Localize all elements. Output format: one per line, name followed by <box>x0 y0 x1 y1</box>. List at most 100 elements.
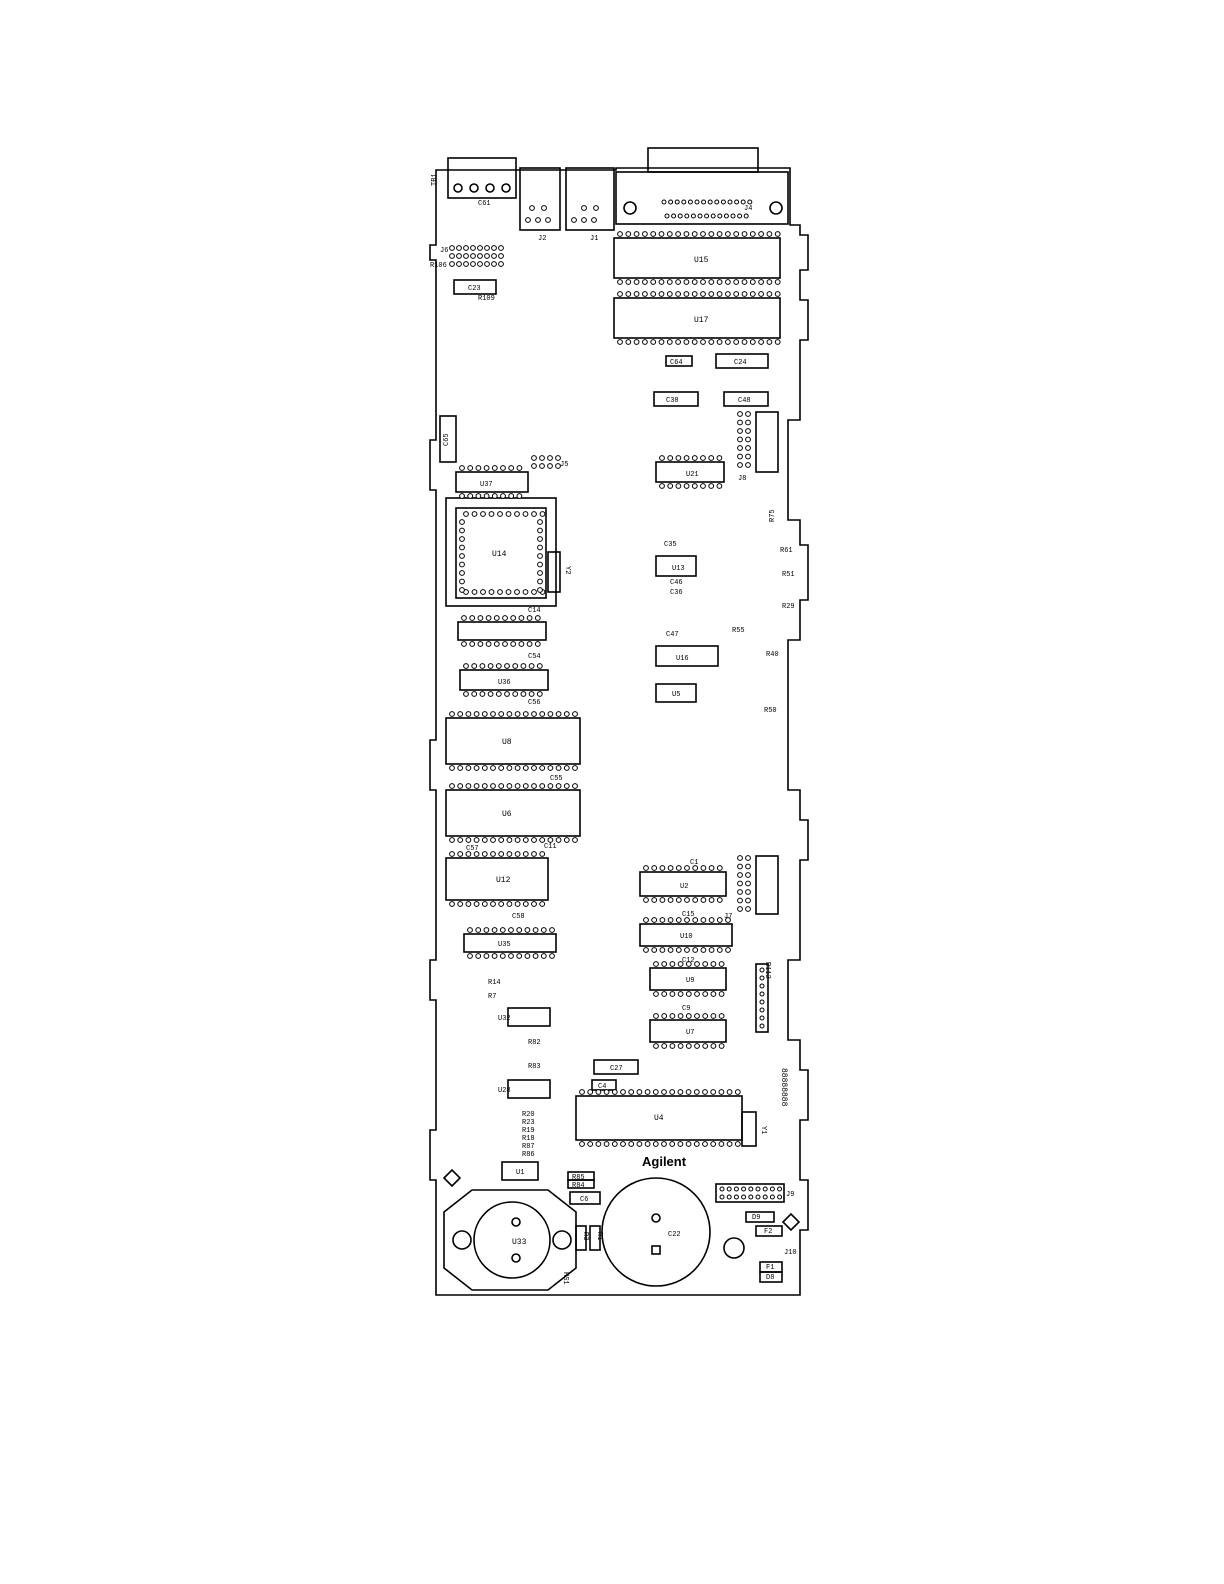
r112-label: R112 <box>763 962 771 979</box>
c65-label: C65 <box>443 433 451 446</box>
pin-pad <box>741 231 748 237</box>
pin-pad <box>726 1194 732 1200</box>
pin-pad <box>539 455 545 461</box>
pin-pad <box>677 961 684 967</box>
pin-pad <box>716 865 723 871</box>
pin-pad <box>481 901 488 907</box>
j7-connector <box>755 855 779 915</box>
pin-pad <box>534 615 541 621</box>
pin-pad <box>498 783 505 789</box>
pin-pad <box>694 991 700 997</box>
c46-label: C46 <box>670 579 683 587</box>
r29-label: R29 <box>782 603 795 611</box>
pin-pad <box>520 691 527 697</box>
pin-pad <box>666 279 673 285</box>
d9-label: D9 <box>752 1214 760 1222</box>
u15-label: U15 <box>694 256 709 265</box>
pin-pad <box>611 1141 618 1147</box>
pin-pad <box>737 436 743 443</box>
pin-pad <box>708 279 715 285</box>
pin-pad <box>734 199 740 205</box>
pin-pad <box>667 865 674 871</box>
pin-pad <box>611 1089 618 1095</box>
pin-pad <box>758 279 764 285</box>
y1-label: Y1 <box>759 1126 767 1134</box>
pin-pad <box>661 1013 668 1019</box>
pin-pad <box>749 231 756 237</box>
c57-label: C57 <box>466 845 479 853</box>
pin-pad <box>718 1089 725 1095</box>
pin-pad <box>541 205 547 211</box>
pin-pad <box>719 1186 725 1192</box>
pin-pad <box>644 1089 651 1095</box>
pin-pad <box>741 1186 747 1192</box>
pin-pad <box>684 213 690 219</box>
pin-pad <box>456 245 462 251</box>
pin-pad <box>498 245 504 251</box>
pin-pad <box>745 872 751 878</box>
pin-pad <box>718 1043 725 1049</box>
pin-pad <box>526 641 533 647</box>
u6-chip <box>445 789 581 837</box>
pin-pad <box>659 483 665 489</box>
pin-pad <box>718 1141 725 1147</box>
pin-pad <box>493 615 500 621</box>
pin-pad <box>483 465 490 471</box>
pin-pad <box>473 837 480 843</box>
pin-pad <box>661 991 668 997</box>
pin-pad <box>661 1141 667 1147</box>
d8-label: D8 <box>766 1274 774 1282</box>
pin-pad <box>737 419 743 426</box>
pin-pad <box>506 851 513 857</box>
pin-pad <box>700 947 707 953</box>
pin-pad <box>525 217 531 223</box>
pin-pad <box>677 991 684 997</box>
pin-pad <box>491 465 498 471</box>
pin-pad <box>661 1089 667 1095</box>
pin-pad <box>512 691 519 697</box>
pin-pad <box>708 897 715 903</box>
pin-pad <box>692 897 699 903</box>
pin-pad <box>617 231 623 237</box>
pin-pad <box>733 1186 739 1192</box>
pin-pad <box>620 1141 626 1147</box>
pin-pad <box>539 837 546 843</box>
pin-pad <box>745 445 751 451</box>
pin-pad <box>675 483 682 489</box>
pin-pad <box>664 213 670 219</box>
pin-pad <box>537 536 543 542</box>
pin-pad <box>687 199 693 205</box>
pin-pad <box>522 511 529 517</box>
pin-pad <box>659 897 666 903</box>
pin-pad <box>456 253 462 259</box>
pin-pad <box>529 205 535 211</box>
pin-pad <box>459 561 465 568</box>
pin-pad <box>555 765 562 771</box>
pin-pad <box>759 967 765 973</box>
u35-label: U35 <box>498 941 511 949</box>
u13-label: U13 <box>672 565 685 573</box>
c36-label: C36 <box>670 589 683 597</box>
pin-pad <box>759 983 765 989</box>
pin-pad <box>587 1141 594 1147</box>
pin-pad <box>691 231 698 237</box>
pin-pad <box>693 1089 700 1095</box>
r85-label: R85 <box>572 1174 585 1182</box>
pin-pad <box>617 279 623 285</box>
pin-pad <box>737 872 743 878</box>
pin-pad <box>745 880 751 887</box>
pin-pad <box>572 765 578 771</box>
pin-pad <box>737 889 743 895</box>
pin-pad <box>774 279 781 285</box>
j2-label: J2 <box>538 235 546 243</box>
pin-pad <box>603 1089 610 1095</box>
pin-pad <box>628 1141 635 1147</box>
pin-pad <box>471 511 478 517</box>
pin-pad <box>457 765 464 771</box>
pin-pad <box>737 411 743 417</box>
r112-network <box>755 963 769 1033</box>
pin-pad <box>745 428 751 434</box>
pin-pad <box>617 339 623 345</box>
pin-pad <box>465 851 472 857</box>
